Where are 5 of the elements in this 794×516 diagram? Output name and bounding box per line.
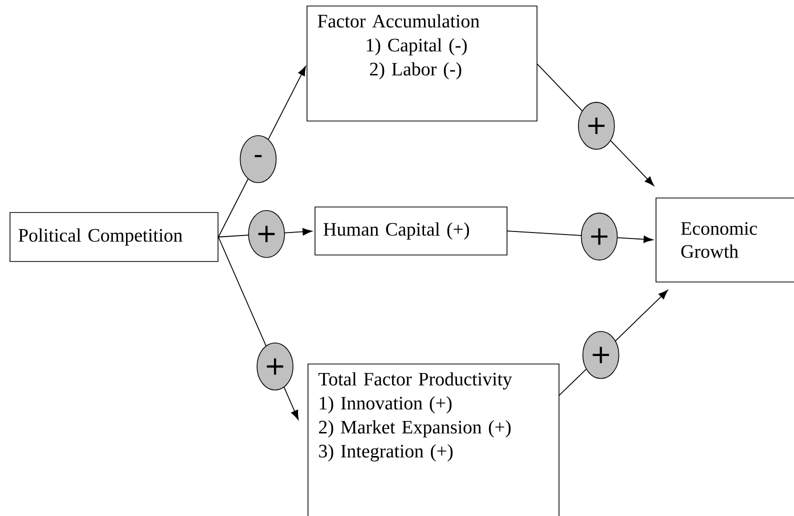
text-box: Economic Growth bbox=[656, 198, 794, 282]
text-box: Political Competition bbox=[10, 212, 218, 262]
text-box: Factor Accumulation 1) Capital (-) 2) Labor (-) bbox=[306, 6, 538, 122]
text-box: Total Factor Productivity 1) Innovation (+) 2) Market Expansion (+) 3) Integration (+) bbox=[308, 364, 560, 516]
text-box: Human Capital (+) bbox=[314, 206, 508, 256]
